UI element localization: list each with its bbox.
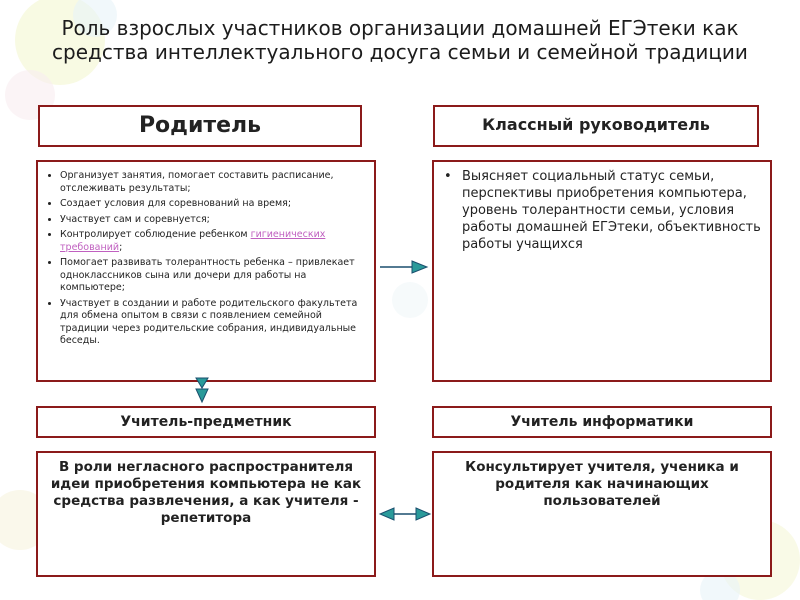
cs-teacher-role-box: Консультирует учителя, ученика и родител…	[432, 451, 772, 577]
list-item: Выясняет социальный статус семьи, перспе…	[444, 168, 762, 253]
parent-duties-list: Организует занятия, помогает составить р…	[44, 170, 368, 348]
list-item: Создает условия для соревнований на врем…	[60, 198, 368, 211]
list-item: Организует занятия, помогает составить р…	[60, 170, 368, 195]
arrow-down-icon	[195, 377, 209, 404]
list-item: Участвует сам и соревнуется;	[60, 214, 368, 227]
hygiene-requirements-link[interactable]: гигиенических требований	[60, 229, 326, 253]
list-item: Участвует в создании и работе родительск…	[60, 298, 368, 348]
arrow-right-icon	[380, 260, 429, 274]
cs-teacher-role-text: Консультирует учителя, ученика и родител…	[465, 459, 739, 509]
class-teacher-header: Классный руководитель	[433, 105, 759, 147]
list-item: Помогает развивать толерантность ребенка…	[60, 257, 368, 295]
subject-teacher-role-text: В роли негласного распространителя идеи …	[50, 459, 362, 526]
cs-teacher-header: Учитель информатики	[432, 406, 772, 438]
bidirectional-arrow-icon	[378, 507, 432, 521]
subject-teacher-role-box: В роли негласного распространителя идеи …	[36, 451, 376, 577]
page-title: Роль взрослых участников организации дом…	[52, 16, 748, 64]
class-teacher-duties-box: Выясняет социальный статус семьи, перспе…	[432, 160, 772, 382]
list-item: Контролирует соблюдение ребенком гигиени…	[60, 229, 368, 254]
list-item-text: Контролирует соблюдение ребенком	[60, 229, 251, 240]
subject-teacher-header: Учитель-предметник	[36, 406, 376, 438]
class-teacher-duties-list: Выясняет социальный статус семьи, перспе…	[442, 168, 762, 253]
list-item-text: ;	[119, 241, 123, 253]
parent-duties-box: Организует занятия, помогает составить р…	[36, 160, 376, 382]
parent-header: Родитель	[38, 105, 362, 147]
